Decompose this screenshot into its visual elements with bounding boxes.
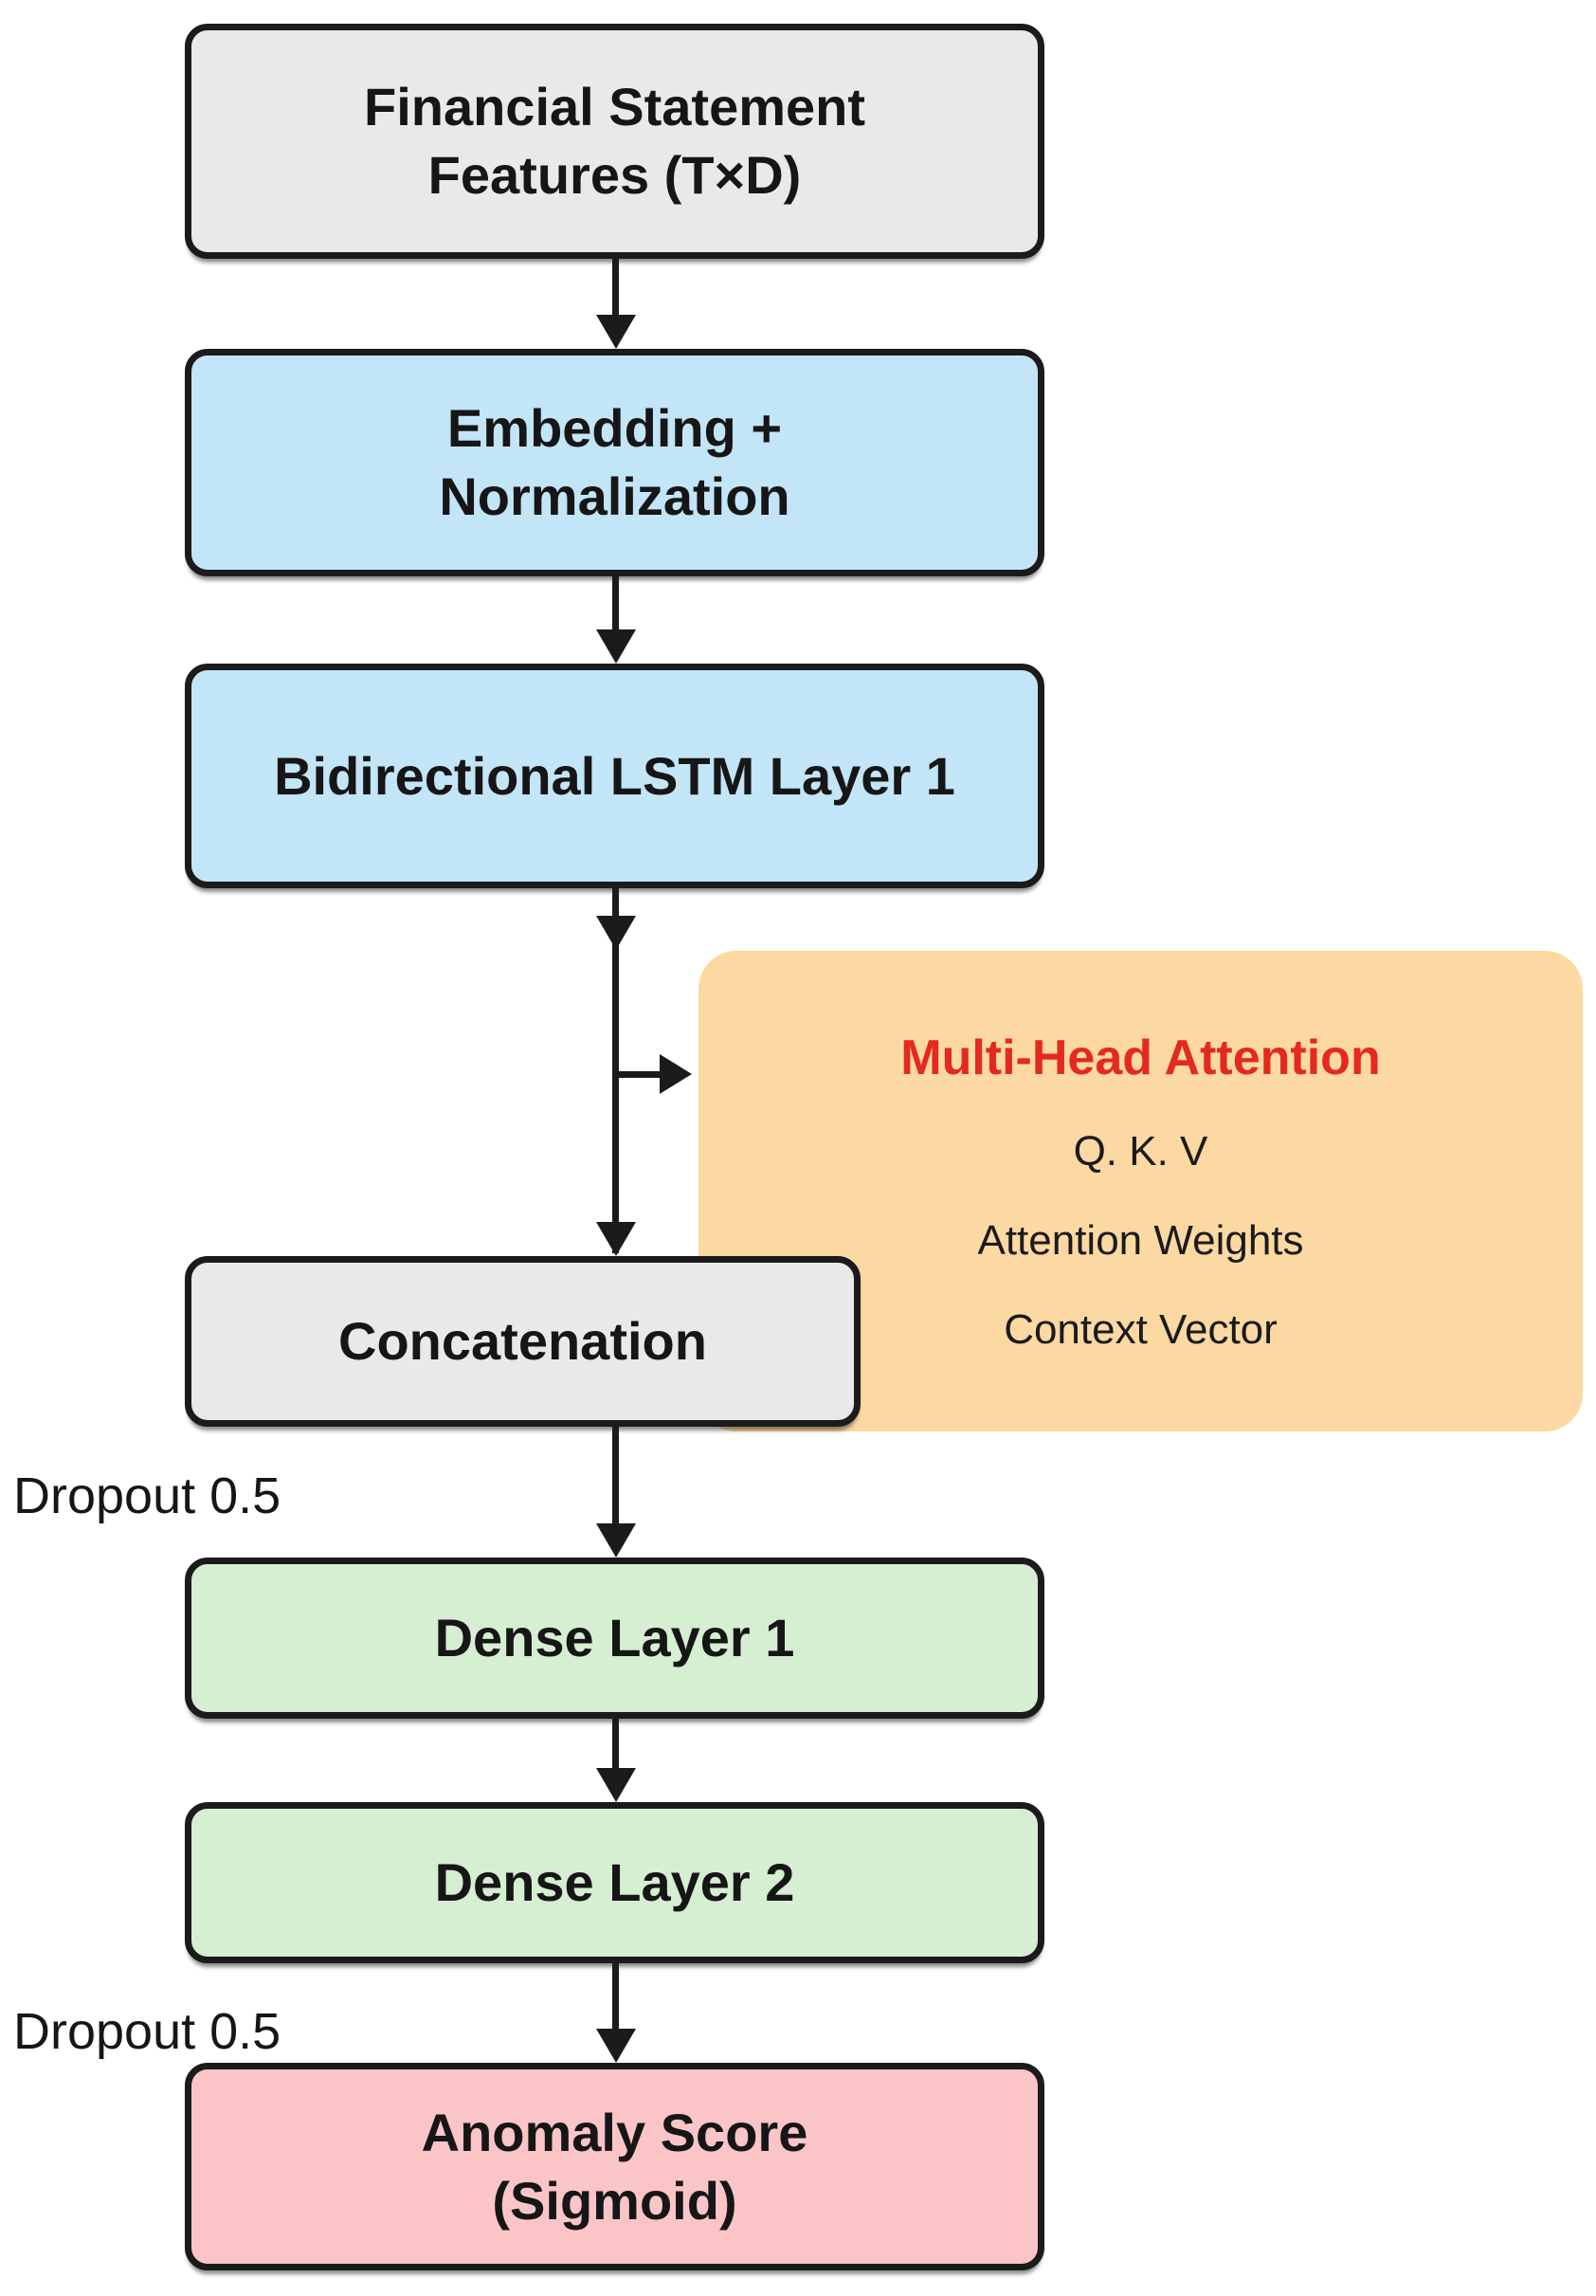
arrow-lstm-to-concatenation-upper-head-icon xyxy=(596,916,636,950)
arrow-input-to-embedding-stem xyxy=(612,259,619,318)
attention-item-qkv: Q. K. V xyxy=(1073,1127,1208,1175)
node-financial-statement-features: Financial Statement Features (T×D) xyxy=(185,24,1044,259)
node-embedding-normalization-line2: Normalization xyxy=(439,466,790,526)
node-embedding-normalization: Embedding + Normalization xyxy=(185,349,1044,576)
node-anomaly-score: Anomaly Score (Sigmoid) xyxy=(185,2063,1044,2270)
arrow-dense1-to-dense2-head-icon xyxy=(596,1768,636,1802)
arrow-concatenation-to-dense1-stem xyxy=(612,1427,619,1525)
node-embedding-normalization-line1: Embedding + xyxy=(446,398,783,459)
arrow-concatenation-to-dense1-head-icon xyxy=(596,1523,636,1558)
arrow-dense1-to-dense2-stem xyxy=(612,1719,619,1770)
node-financial-statement-features-line2: Features (T×D) xyxy=(427,145,802,205)
node-anomaly-score-line2: (Sigmoid) xyxy=(492,2170,737,2231)
node-financial-statement-features-line1: Financial Statement xyxy=(363,77,866,137)
annotation-dropout-2: Dropout 0.5 xyxy=(13,2003,281,2060)
arrow-branch-to-attention-stem xyxy=(616,1071,665,1078)
arrow-embedding-to-lstm-head-icon xyxy=(596,629,636,664)
node-concatenation: Concatenation xyxy=(185,1256,861,1427)
arrow-embedding-to-lstm-stem xyxy=(612,576,619,633)
arrow-branch-to-attention-head-icon xyxy=(660,1054,692,1094)
node-bidirectional-lstm: Bidirectional LSTM Layer 1 xyxy=(185,664,1044,888)
node-bidirectional-lstm-label: Bidirectional LSTM Layer 1 xyxy=(274,745,955,806)
arrow-input-to-embedding-head-icon xyxy=(596,315,636,349)
node-dense-layer-1-label: Dense Layer 1 xyxy=(434,1608,795,1668)
attention-title: Multi-Head Attention xyxy=(900,1030,1381,1085)
arrow-lstm-to-concatenation-lower-head-icon xyxy=(596,1222,636,1256)
arrow-dense2-to-output-stem xyxy=(612,1963,619,2031)
arrow-lstm-to-concatenation-stem xyxy=(612,888,619,1253)
attention-item-context-vector: Context Vector xyxy=(1004,1305,1278,1353)
node-dense-layer-2: Dense Layer 2 xyxy=(185,1802,1044,1963)
node-concatenation-label: Concatenation xyxy=(338,1311,707,1372)
node-anomaly-score-line1: Anomaly Score xyxy=(421,2102,808,2162)
node-dense-layer-1: Dense Layer 1 xyxy=(185,1558,1044,1719)
arrow-dense2-to-output-head-icon xyxy=(596,2029,636,2063)
attention-item-weights: Attention Weights xyxy=(977,1216,1304,1264)
annotation-dropout-1: Dropout 0.5 xyxy=(13,1467,281,1524)
node-dense-layer-2-label: Dense Layer 2 xyxy=(434,1852,795,1913)
